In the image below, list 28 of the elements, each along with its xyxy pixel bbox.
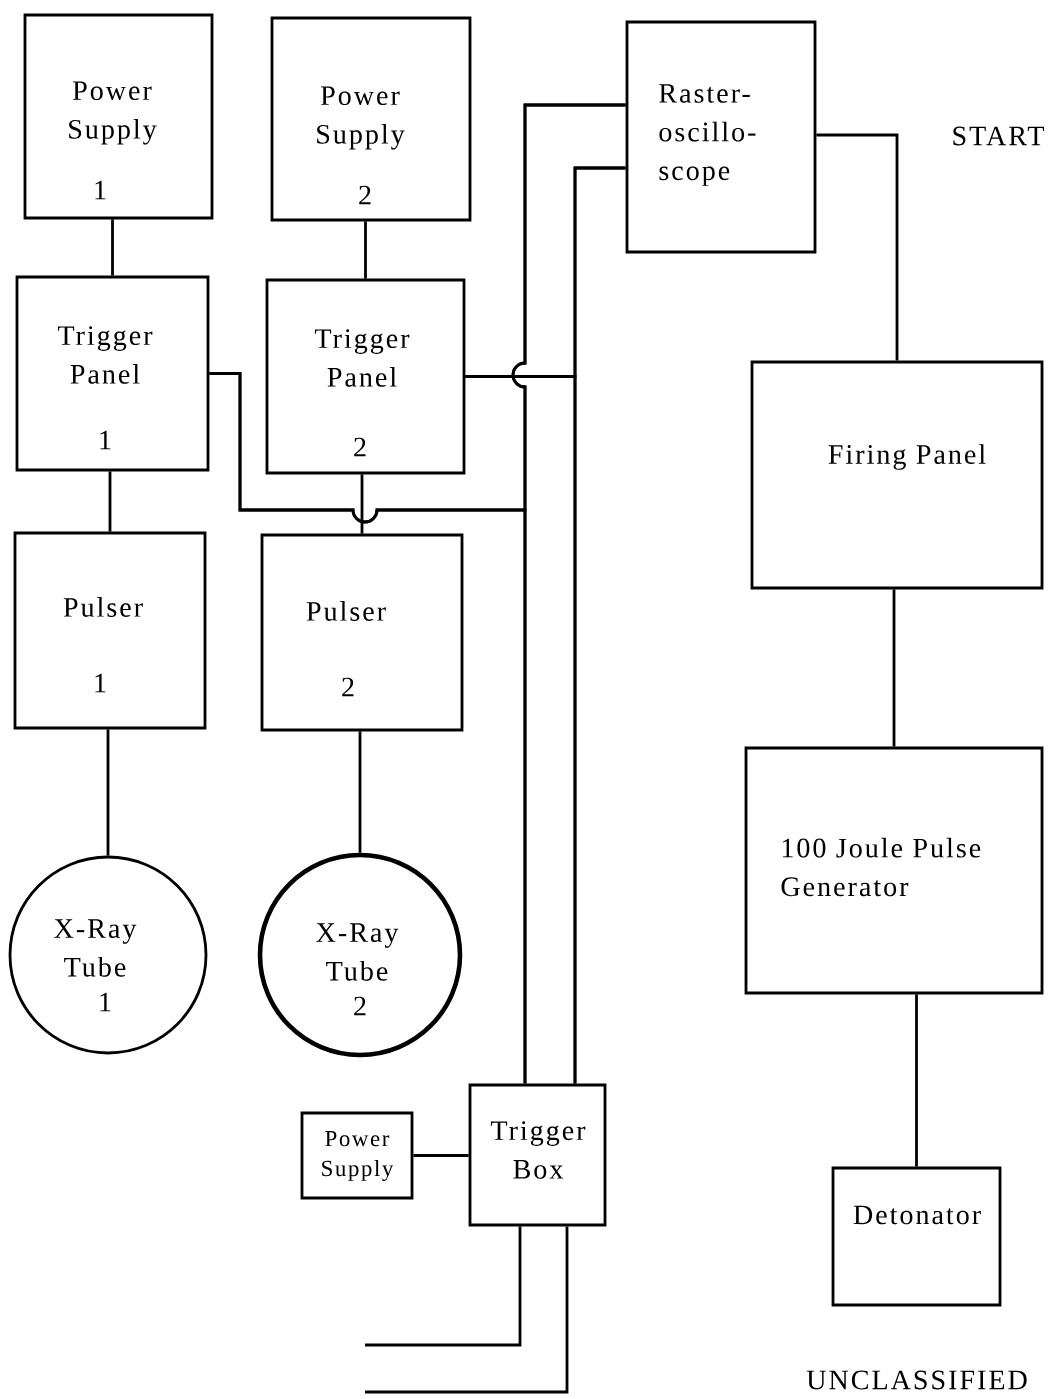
connector-line (892, 589, 896, 747)
connector-line (365, 1226, 569, 1394)
connector-line (413, 1154, 469, 1157)
block-box: Raster- oscillo- scope (625, 20, 817, 254)
block-box: Power Supply (300, 1111, 414, 1200)
connector-line (364, 221, 367, 279)
block-box: Trigger Panel 2 (265, 278, 466, 475)
connector-line (106, 729, 110, 856)
connector-line (358, 731, 362, 853)
connector-line (915, 994, 918, 1167)
block-box: Trigger Box (468, 1083, 607, 1227)
connector-line (365, 1226, 522, 1347)
connector-line (108, 471, 112, 532)
connector-line (465, 375, 577, 1084)
block-box: 100 Joule Pulse Generator (744, 746, 1044, 995)
connector-line (360, 474, 364, 534)
block-box: Trigger Panel 1 (15, 275, 210, 472)
connector-line (209, 372, 527, 1084)
text-label: UNCLASSIFIED (806, 1370, 1027, 1390)
text-label: START (953, 126, 1044, 146)
block-box: Detonator (831, 1166, 1002, 1307)
connector-line (816, 133, 899, 361)
block-box: Pulser 1 (13, 531, 207, 730)
block-box: Pulser 2 (260, 533, 464, 732)
block-box: Power Supply 1 (23, 13, 214, 220)
block-box: Firing Panel (750, 360, 1044, 590)
block-box: Power Supply 2 (270, 16, 472, 222)
connector-line (111, 219, 114, 276)
